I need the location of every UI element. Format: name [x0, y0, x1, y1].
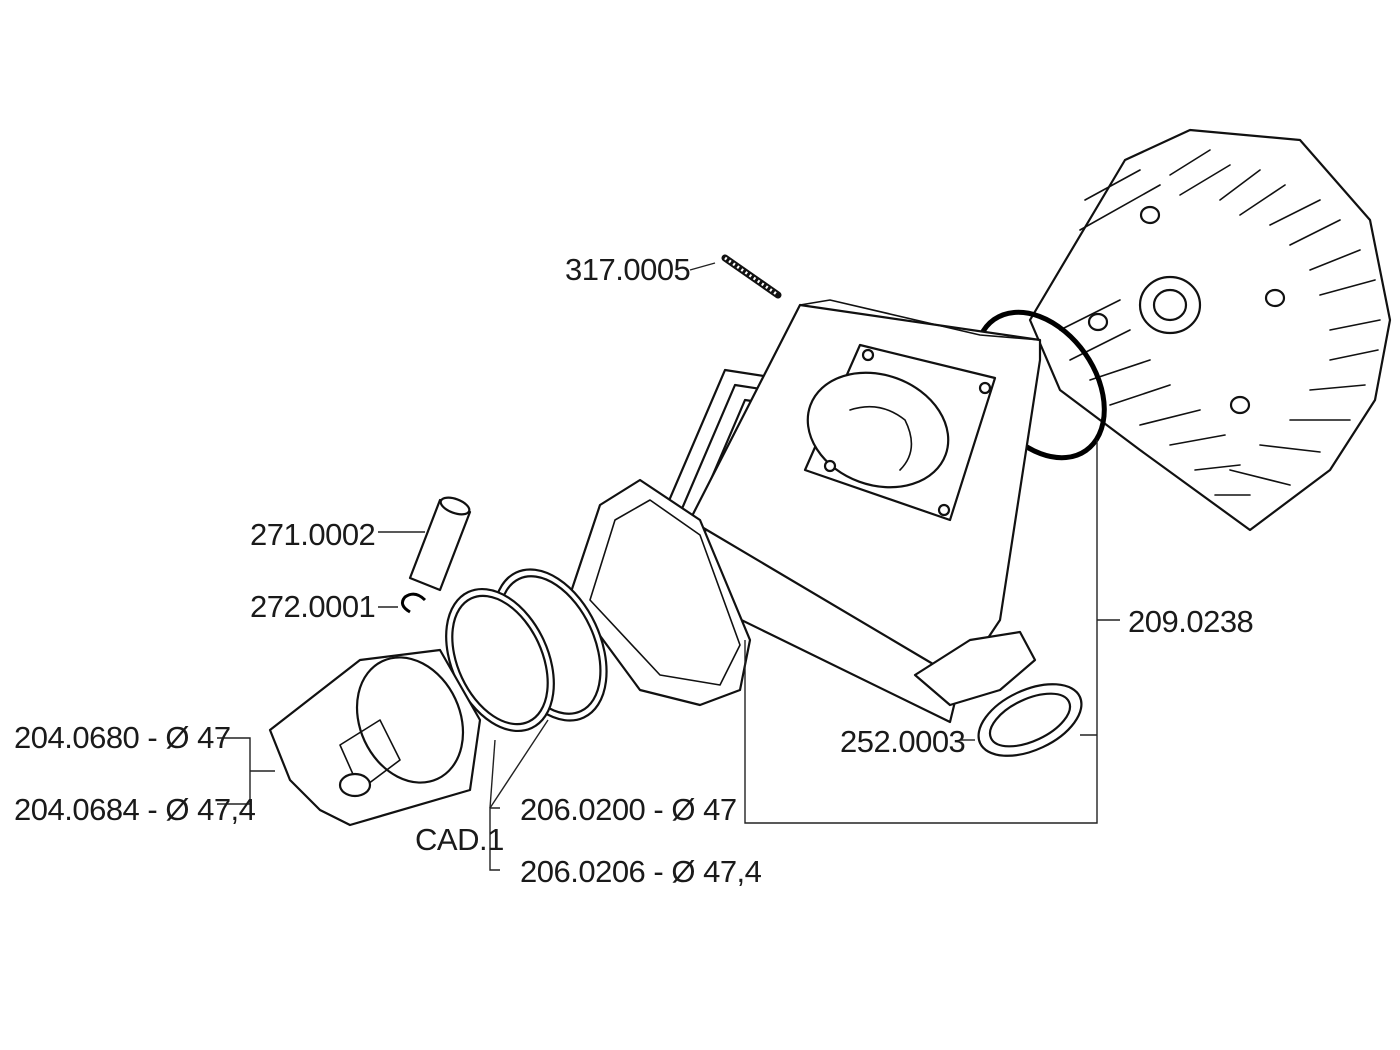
label-cad-1: CAD.1: [415, 822, 504, 857]
piston: [268, 648, 482, 827]
label-271-0002: 271.0002: [250, 517, 375, 552]
label-204-0684: 204.0684 - Ø 47,4: [14, 792, 256, 827]
exhaust-gasket: [977, 683, 1083, 757]
leader-lines: [217, 262, 1120, 871]
piston-rings: [445, 568, 608, 733]
piston-pin: [408, 496, 472, 592]
cylinder-head: [1028, 128, 1392, 532]
label-204-0680: 204.0680 - Ø 47: [14, 720, 231, 755]
label-206-0200: 206.0200 - Ø 47: [520, 792, 737, 827]
label-206-0206: 206.0206 - Ø 47,4: [520, 854, 762, 889]
label-252-0003: 252.0003: [840, 724, 965, 759]
stud: [721, 254, 782, 299]
label-209-0238: 209.0238: [1128, 604, 1253, 639]
label-317-0005: 317.0005: [565, 252, 690, 287]
base-gasket: [568, 478, 752, 707]
circlip: [400, 592, 427, 614]
cylinder: [648, 299, 1042, 724]
labels: 317.0005 271.0002 272.0001 204.0680 - Ø …: [14, 252, 1254, 889]
label-272-0001: 272.0001: [250, 589, 375, 624]
